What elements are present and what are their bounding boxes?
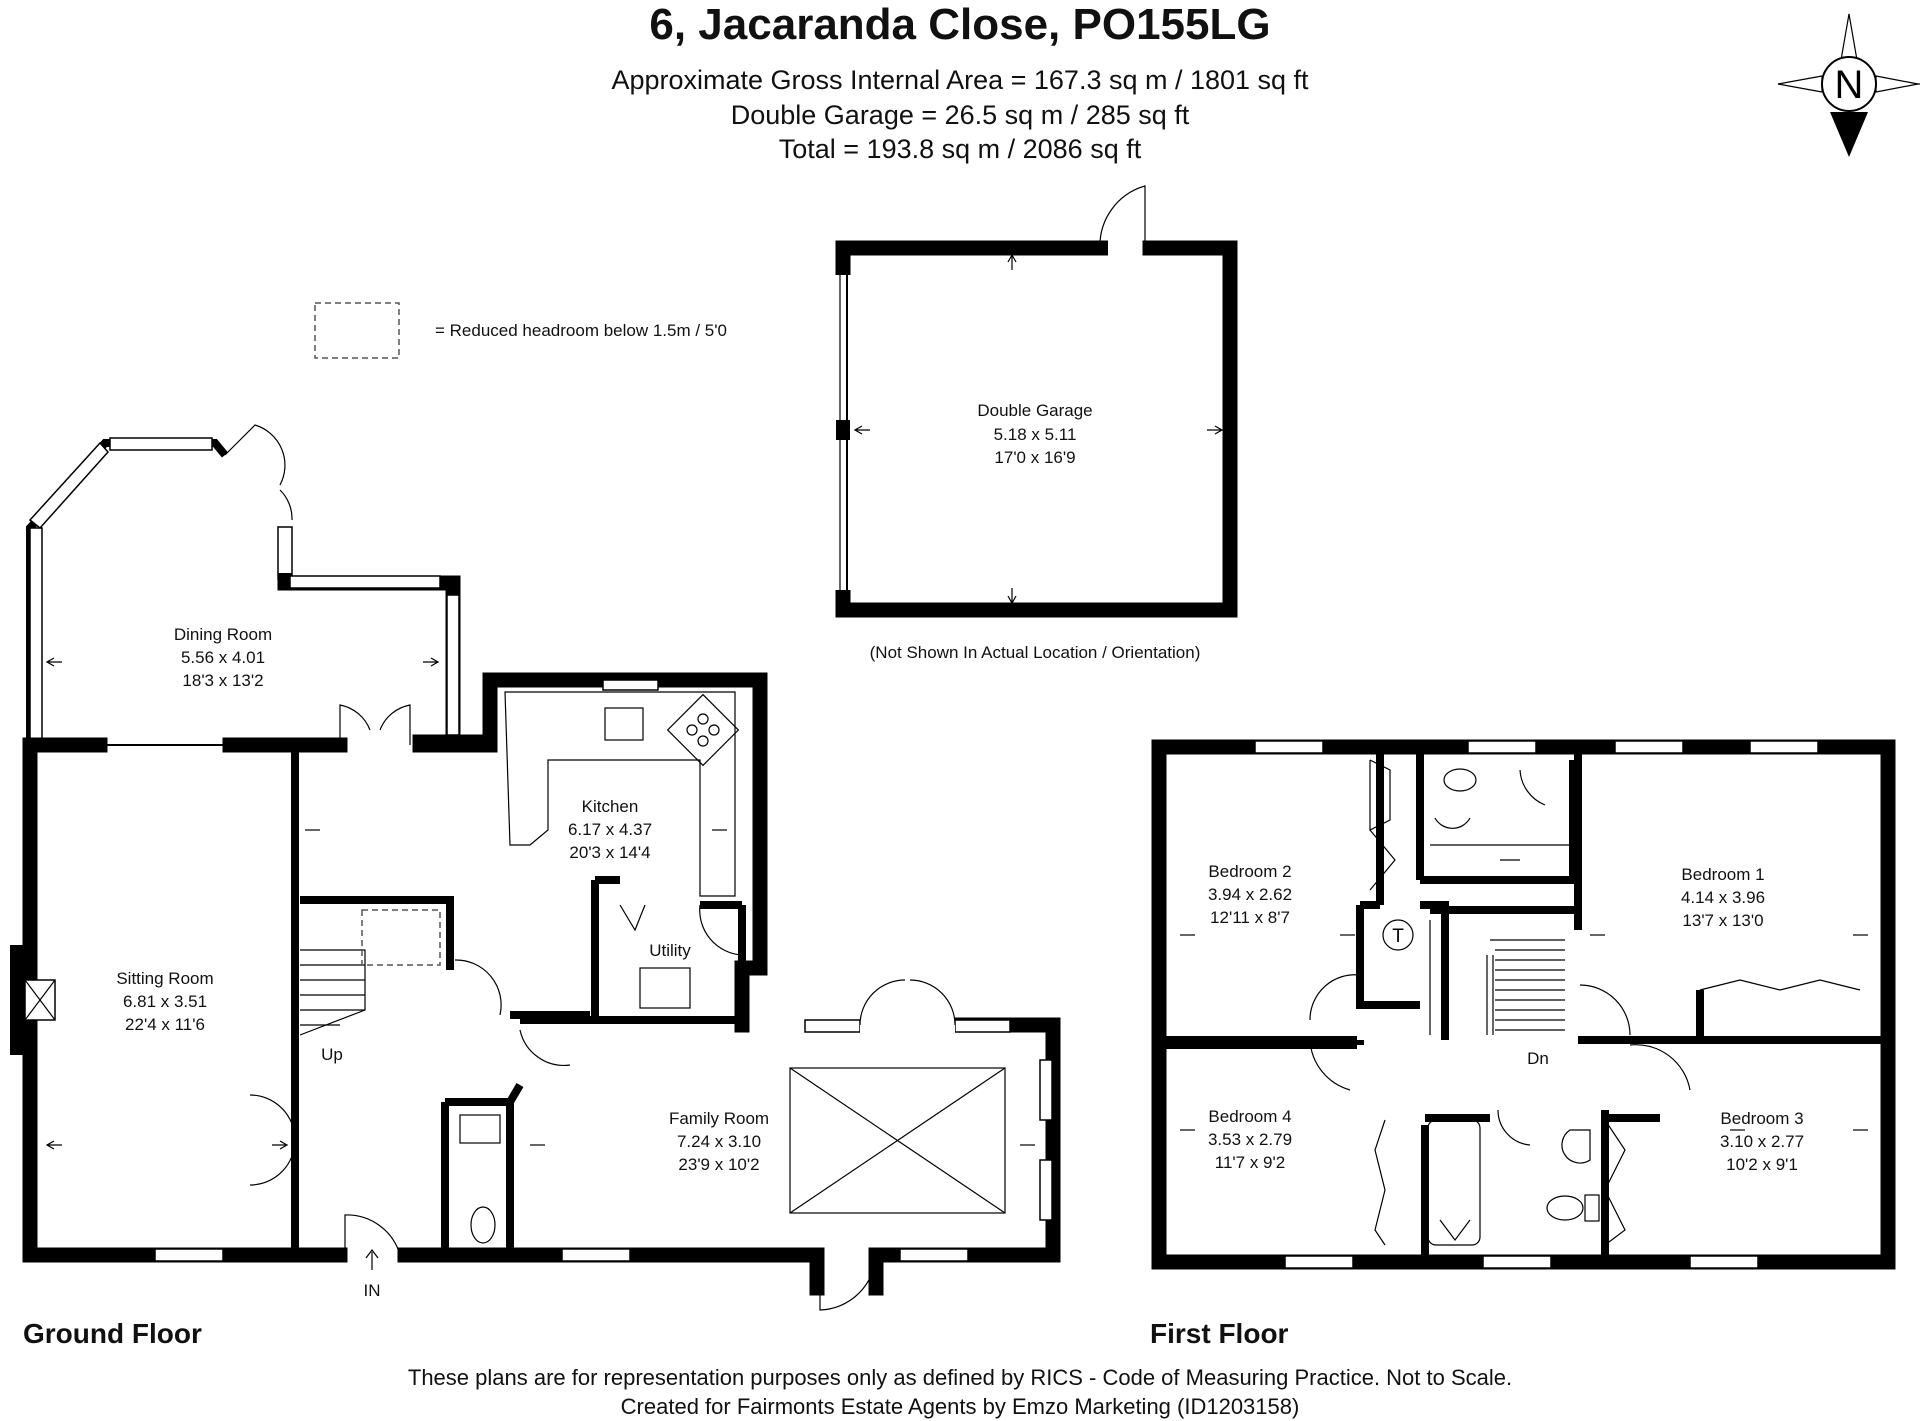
dining-room-metric: 5.56 x 4.01 bbox=[181, 648, 265, 667]
bedroom2-metric: 3.94 x 2.62 bbox=[1208, 885, 1292, 904]
total-area: Total = 193.8 sq m / 2086 sq ft bbox=[778, 134, 1142, 164]
family-room-name: Family Room bbox=[669, 1109, 769, 1128]
bedroom2-name: Bedroom 2 bbox=[1208, 862, 1291, 881]
garage-imperial: 17'0 x 16'9 bbox=[994, 448, 1075, 467]
dining-room-name: Dining Room bbox=[174, 625, 272, 644]
bedroom3-metric: 3.10 x 2.77 bbox=[1720, 1132, 1804, 1151]
entrance-label: IN bbox=[364, 1281, 381, 1300]
first-floor-label: First Floor bbox=[1150, 1318, 1289, 1349]
ground-floor-label: Ground Floor bbox=[23, 1318, 202, 1349]
bedroom3-imperial: 10'2 x 9'1 bbox=[1726, 1155, 1798, 1174]
utility-name: Utility bbox=[649, 941, 691, 960]
stairs-up-label: Up bbox=[321, 1045, 343, 1064]
garage-note: (Not Shown In Actual Location / Orientat… bbox=[870, 643, 1201, 662]
stairs-down-label: Dn bbox=[1527, 1049, 1549, 1068]
gross-internal-area: Approximate Gross Internal Area = 167.3 … bbox=[611, 65, 1309, 95]
ground-floor-plan: Dining Room 5.56 x 4.01 18'3 x 13'2 Kitc… bbox=[10, 424, 1061, 1311]
garage-area: Double Garage = 26.5 sq m / 285 sq ft bbox=[730, 100, 1190, 130]
kitchen-metric: 6.17 x 4.37 bbox=[568, 820, 652, 839]
double-garage-plan: Double Garage 5.18 x 5.11 17'0 x 16'9 (N… bbox=[834, 185, 1238, 662]
bedroom3-name: Bedroom 3 bbox=[1720, 1109, 1803, 1128]
first-floor-plan: T Bedroom 2 3.94 x 2.62 bbox=[1151, 739, 1896, 1270]
disclaimer-text: These plans are for representation purpo… bbox=[407, 1365, 1513, 1390]
sitting-room-name: Sitting Room bbox=[116, 969, 213, 988]
sitting-room-metric: 6.81 x 3.51 bbox=[123, 992, 207, 1011]
garage-metric: 5.18 x 5.11 bbox=[994, 425, 1077, 444]
bedroom2-imperial: 12'11 x 8'7 bbox=[1210, 908, 1290, 927]
family-room-imperial: 23'9 x 10'2 bbox=[678, 1155, 759, 1174]
compass-north-label: N bbox=[1835, 63, 1864, 107]
tank-label: T bbox=[1392, 926, 1404, 947]
bedroom4-metric: 3.53 x 2.79 bbox=[1208, 1130, 1292, 1149]
family-room-metric: 7.24 x 3.10 bbox=[677, 1132, 761, 1151]
compass-rose-icon: N bbox=[1777, 13, 1920, 157]
bedroom4-name: Bedroom 4 bbox=[1208, 1107, 1291, 1126]
dashed-rectangle-icon bbox=[314, 302, 400, 359]
bedroom1-name: Bedroom 1 bbox=[1681, 865, 1764, 884]
entrance-arrow-icon bbox=[365, 1249, 379, 1270]
legend-text: = Reduced headroom below 1.5m / 5'0 bbox=[435, 321, 727, 340]
credit-text: Created for Fairmonts Estate Agents by E… bbox=[620, 1394, 1300, 1419]
bedroom1-metric: 4.14 x 3.96 bbox=[1681, 888, 1765, 907]
bedroom1-imperial: 13'7 x 13'0 bbox=[1682, 911, 1763, 930]
bedroom4-imperial: 11'7 x 9'2 bbox=[1215, 1153, 1285, 1172]
sitting-room-imperial: 22'4 x 11'6 bbox=[125, 1015, 205, 1034]
dining-room-imperial: 18'3 x 13'2 bbox=[182, 671, 263, 690]
kitchen-imperial: 20'3 x 14'4 bbox=[569, 843, 650, 862]
page-title: 6, Jacaranda Close, PO155LG bbox=[649, 0, 1271, 49]
kitchen-name: Kitchen bbox=[582, 797, 639, 816]
garage-name: Double Garage bbox=[977, 401, 1092, 420]
